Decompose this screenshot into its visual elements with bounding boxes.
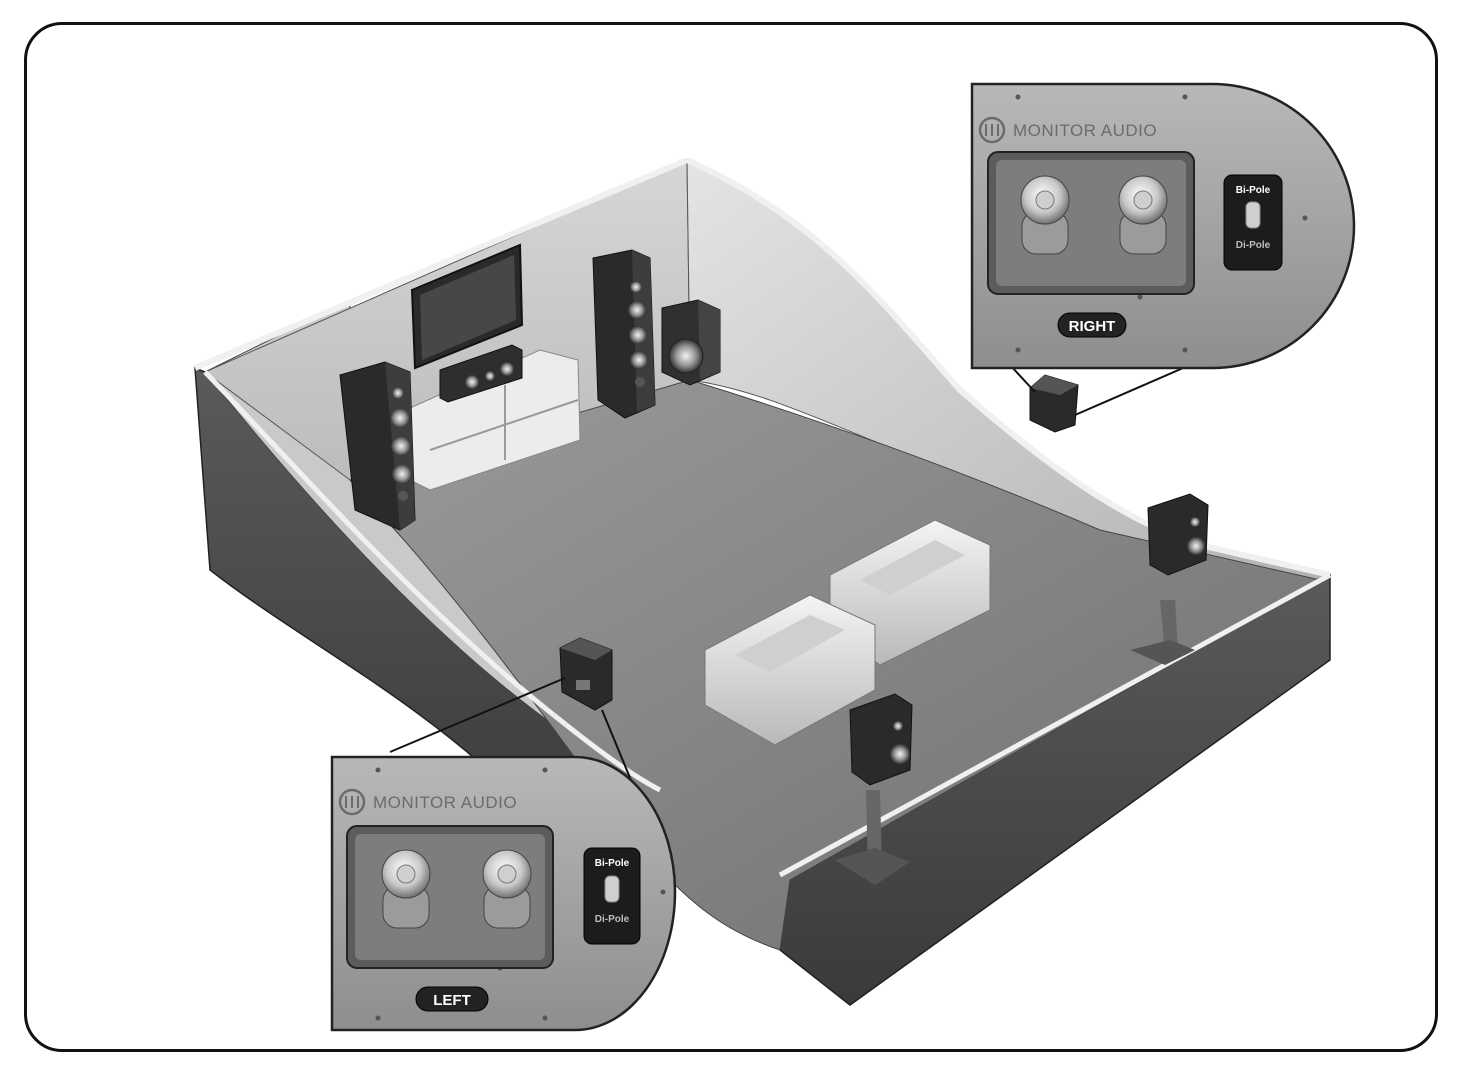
binding-post-icon [1020, 175, 1070, 255]
side-label: RIGHT [1069, 318, 1116, 335]
switch-label-top: Bi-Pole [1236, 185, 1271, 196]
front-left-tower-speaker [339, 361, 416, 531]
switch-label-bottom: Di-Pole [1236, 240, 1271, 251]
right-wall-surround-speaker [1029, 374, 1079, 433]
television [410, 243, 524, 370]
brand-label: MONITOR AUDIO [373, 793, 517, 812]
rear-right-speaker-on-stand [1130, 493, 1209, 665]
bipole-dipole-switch: Bi-Pole Di-Pole [1223, 174, 1283, 271]
side-badge: RIGHT [1057, 312, 1127, 338]
right-terminal-panel: MONITOR AUDIO Bi-Pole Di-Pole RIGHT [970, 82, 1356, 370]
subwoofer [661, 299, 721, 386]
left-terminal-panel: MONITOR AUDIO Bi-Pole Di-Pole LEFT [330, 755, 677, 1032]
diagram-frame [24, 22, 1438, 1052]
center-speaker [439, 344, 523, 403]
side-badge: LEFT [415, 986, 489, 1012]
brand-logo-icon [338, 788, 366, 816]
callout-lines [389, 364, 1191, 791]
binding-post-icon [381, 849, 431, 929]
brand-logo-icon [978, 116, 1006, 144]
switch-label-bottom: Di-Pole [595, 914, 630, 925]
front-right-tower-speaker [592, 249, 656, 419]
binding-post-icon [482, 849, 532, 929]
brand-label: MONITOR AUDIO [1013, 121, 1157, 140]
side-label: LEFT [433, 992, 471, 1009]
bipole-dipole-switch: Bi-Pole Di-Pole [583, 847, 641, 945]
left-wall-surround-speaker [559, 637, 613, 711]
sofa-front [704, 594, 876, 746]
switch-label-top: Bi-Pole [595, 858, 630, 869]
binding-post-icon [1118, 175, 1168, 255]
rear-left-speaker-on-stand [835, 693, 913, 885]
